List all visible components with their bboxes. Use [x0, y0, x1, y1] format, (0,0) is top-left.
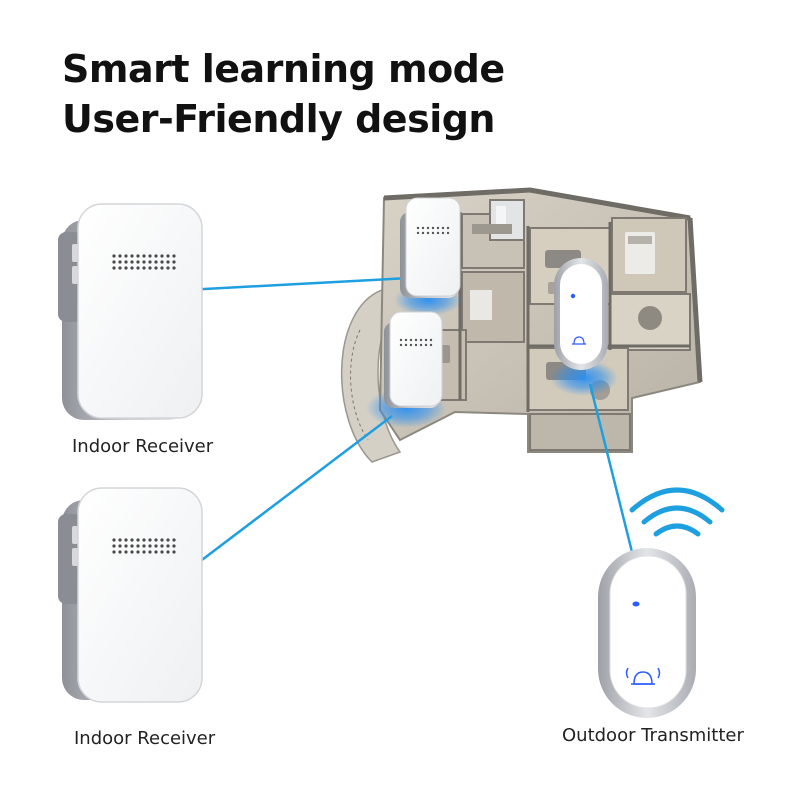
headline: Smart learning mode User-Friendly design: [62, 44, 505, 144]
outdoor-transmitter: [598, 548, 696, 718]
link-line-top-receiver: [185, 276, 411, 292]
mini-transmitter: [554, 258, 608, 370]
outdoor-transmitter-label: Outdoor Transmitter: [562, 725, 744, 746]
indoor-receiver-bottom-label: Indoor Receiver: [74, 728, 216, 749]
link-line-transmitter: [588, 383, 636, 561]
wifi-waves-icon: [629, 487, 725, 537]
signal-glow-transmitter: [550, 360, 618, 396]
speaker-grille-top: [112, 254, 176, 270]
headline-line-2: User-Friendly design: [62, 97, 495, 141]
indoor-receiver-top: [58, 203, 203, 420]
room-bedroom: [611, 217, 687, 293]
headline-line-1: Smart learning mode: [62, 47, 505, 91]
bell-icon: [625, 667, 661, 685]
mini-receiver-top: [400, 197, 461, 298]
transmitter-led: [632, 601, 640, 607]
indoor-receiver-bottom: [58, 487, 203, 703]
mini-transmitter-led: [570, 293, 576, 299]
indoor-receiver-top-label: Indoor Receiver: [72, 436, 214, 457]
mini-bell-icon: [572, 336, 586, 345]
link-line-bottom-receiver: [185, 415, 393, 573]
mini-receiver-middle: [384, 311, 443, 408]
room-terrace: [529, 413, 631, 451]
